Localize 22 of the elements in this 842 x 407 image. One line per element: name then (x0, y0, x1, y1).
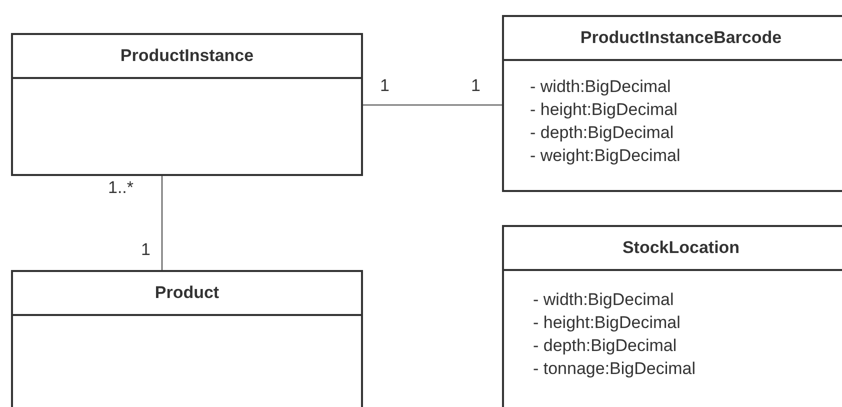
attribute-text: - weight:BigDecimal (530, 145, 680, 167)
class-box (11, 270, 363, 407)
class-name: ProductInstanceBarcode (580, 28, 782, 48)
class-name: ProductInstance (120, 46, 254, 66)
attribute-text: - depth:BigDecimal (533, 335, 677, 357)
attribute-text: - depth:BigDecimal (530, 122, 674, 144)
attribute-text: - height:BigDecimal (530, 99, 678, 121)
association-line (363, 104, 502, 106)
class-box (502, 225, 842, 407)
multiplicity-label: 1 (141, 240, 150, 260)
association-line (161, 176, 163, 270)
class-box (502, 15, 842, 192)
class-name: Product (154, 283, 220, 303)
multiplicity-label: 1 (471, 76, 480, 96)
attribute-text: - height:BigDecimal (533, 312, 680, 334)
multiplicity-label: 1 (380, 76, 390, 96)
class-name: StockLocation (622, 238, 740, 258)
attribute-text: - width:BigDecimal (530, 76, 671, 98)
attribute-text: - tonnage:BigDecimal (533, 358, 696, 380)
class-box (11, 33, 363, 176)
attribute-text: - width:BigDecimal (533, 289, 674, 311)
multiplicity-label: 1..* (108, 178, 134, 198)
